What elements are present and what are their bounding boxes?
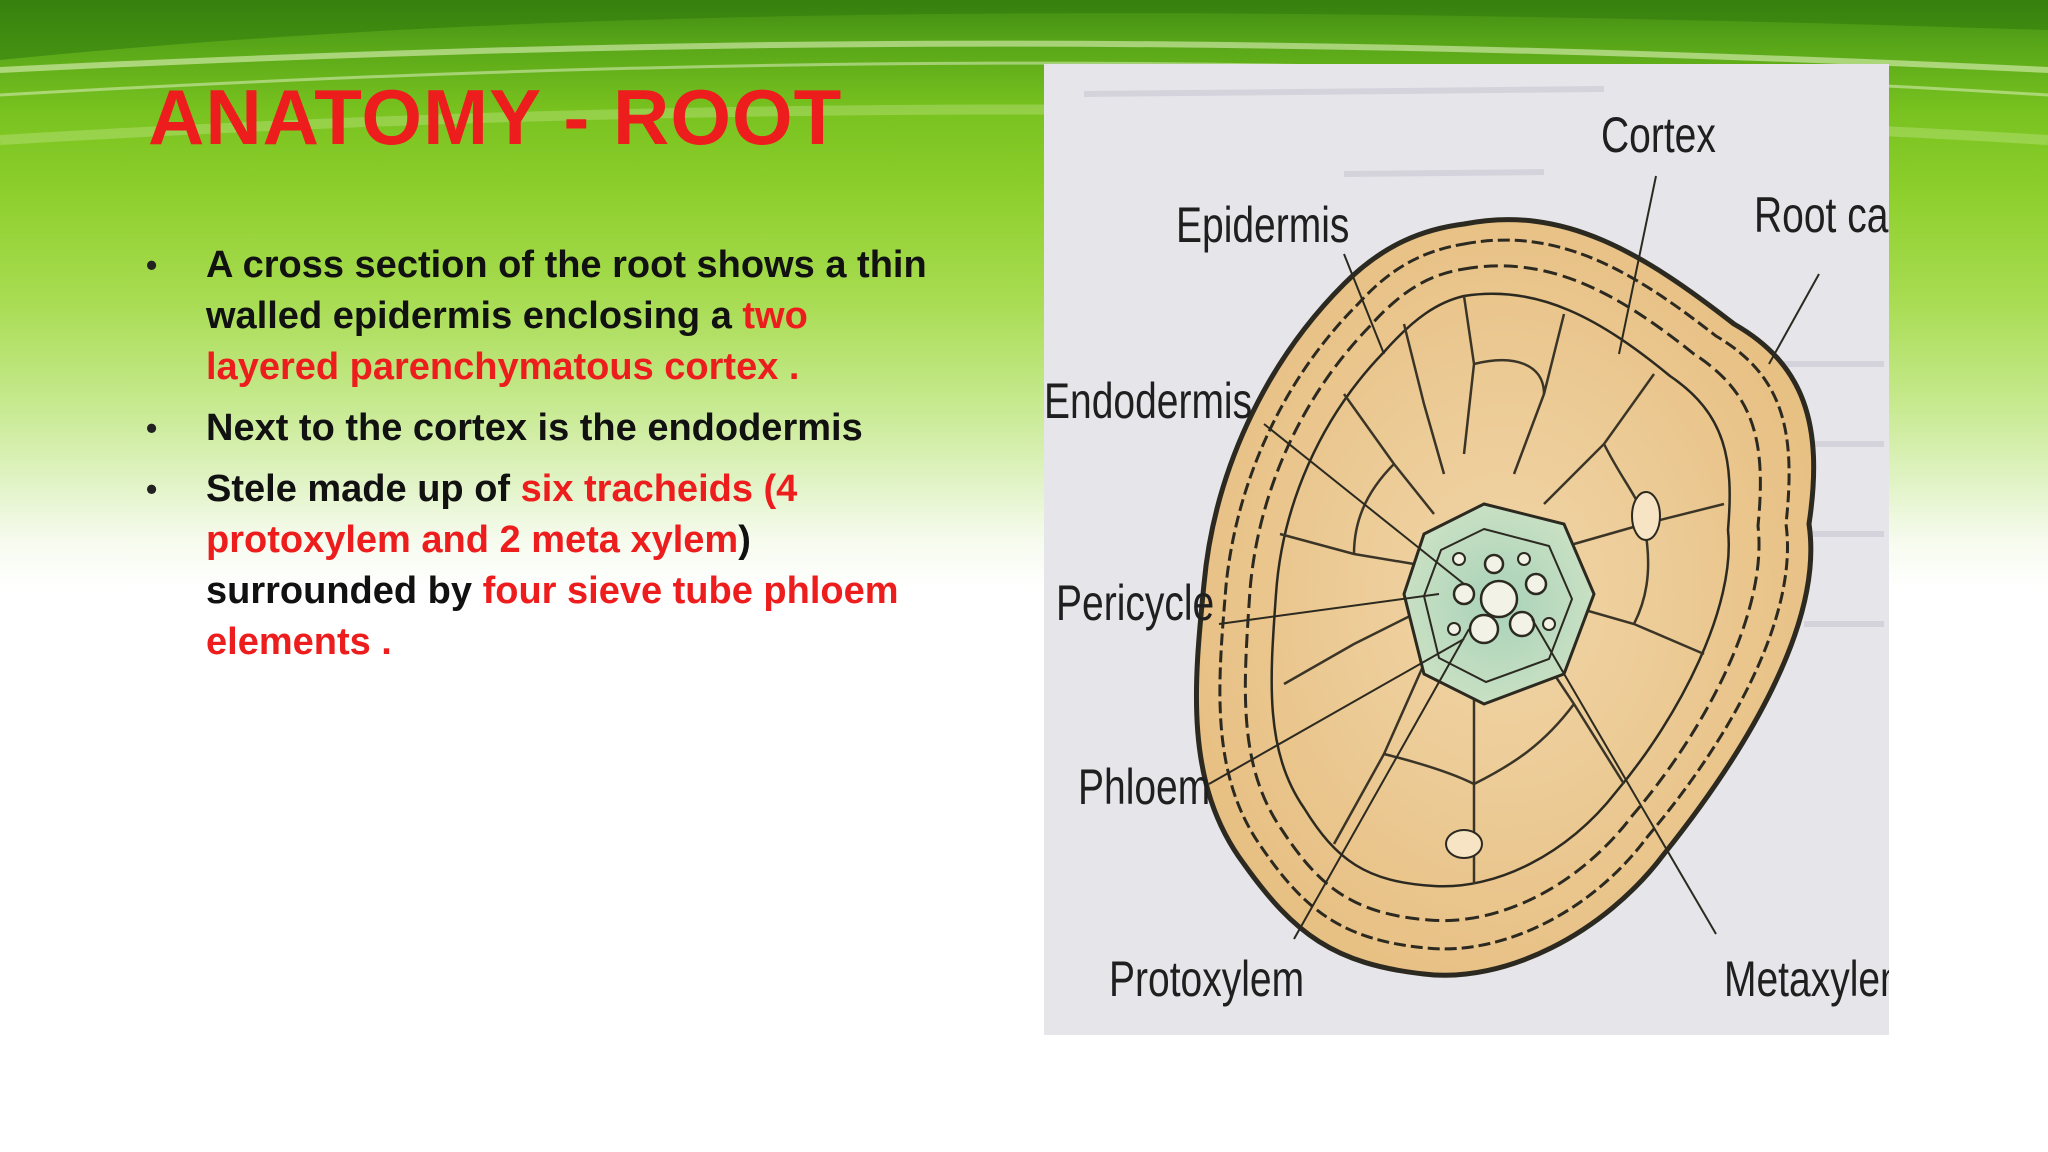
bullet-marker: • <box>146 247 158 283</box>
bullet-list: • A cross section of the root shows a th… <box>140 240 940 678</box>
bullet-highlight: two layered parenchymatous cortex . <box>206 295 808 388</box>
bullet-highlight: four sieve tube phloem elements . <box>206 570 899 663</box>
bullet-text: Stele made up of <box>206 468 521 510</box>
label-phloem: Phloem <box>1078 759 1211 815</box>
label-pericycle: Pericycle <box>1056 575 1215 631</box>
bullet-item-stele: • Stele made up of six tracheids (4 prot… <box>140 464 940 668</box>
cortex-air-space <box>1631 491 1661 541</box>
cortex-inner-ring <box>1270 292 1731 888</box>
label-epidermis: Epidermis <box>1176 197 1350 253</box>
label-metaxylem: Metaxylem <box>1724 951 1889 1007</box>
slide-title: ANATOMY - ROOT <box>148 73 843 161</box>
bullet-text: A cross section of the root shows a thin… <box>206 244 927 337</box>
cortex-air-space <box>1445 829 1483 859</box>
label-cortex: Cortex <box>1601 107 1716 163</box>
bullet-text: Next to the cortex is the endodermis <box>206 407 863 449</box>
root-cross-section-diagram <box>1083 86 1884 978</box>
label-endodermis: Endodermis <box>1044 373 1253 429</box>
endodermis-ring <box>1422 527 1574 684</box>
bullet-text: ) surrounded by <box>206 519 751 612</box>
root-cross-section-figure: Cortex Root cap Epidermis Endodermis Per… <box>1044 64 1889 1035</box>
label-protoxylem: Protoxylem <box>1109 951 1305 1007</box>
bullet-marker: • <box>146 410 158 446</box>
bullet-highlight: six tracheids (4 protoxylem and 2 meta x… <box>206 468 798 561</box>
leader-lines <box>1208 175 1820 940</box>
bullet-marker: • <box>146 471 158 507</box>
epidermis-cells <box>1218 238 1791 951</box>
label-root-cap: Root cap <box>1754 187 1889 243</box>
bullet-item-endodermis: • Next to the cortex is the endodermis <box>140 403 940 454</box>
cortex-cell-ring <box>1243 264 1762 923</box>
phloem-cells <box>1447 552 1556 636</box>
bullet-item-cortex: • A cross section of the root shows a th… <box>140 240 940 393</box>
